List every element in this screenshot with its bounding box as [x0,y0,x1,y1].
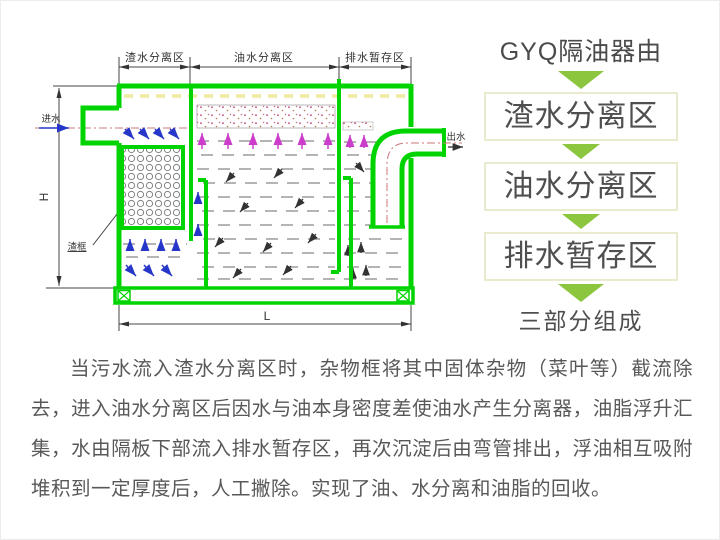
flow-step-oil-water: 油水分离区 [484,162,678,211]
zone3-label: 排水暂存区 [345,50,405,64]
separator-cross-section-diagram: 渣水分离区 油水分离区 排水暂存区 H L 进水 出水 渣框 [35,50,466,331]
dim-length-label: L [264,309,271,323]
flow-step-drain-storage: 排水暂存区 [484,232,678,281]
dim-height-label: H [37,193,51,202]
oil-rise-arrows [197,133,369,149]
inlet-pipe [80,105,119,146]
tank-outline [80,79,414,288]
zone1-label: 渣水分离区 [125,50,185,64]
description-paragraph: 当污水流入渣水分离区时，杂物框将其中固体杂物（菜叶等）截流除去，进入油水分离区后… [31,358,693,500]
elbow-outlet-pipe [369,128,462,229]
inlet-label: 进水 [41,113,61,125]
arrow-down-icon [558,284,604,302]
dimension-lines [46,57,412,331]
flow-panel: GYQ隔油器由 渣水分离区 油水分离区 排水暂存区 三部分组成 [481,35,681,337]
inlet-flow-arrows [39,123,203,277]
arrow-down-icon [558,71,604,89]
flow-heading: GYQ隔油器由 [499,38,663,66]
dimension-arrowheads [56,64,411,327]
oil-layer [196,104,374,131]
debris-basket [120,145,185,230]
baffle-4 [343,176,353,288]
flow-footer: 三部分组成 [518,308,644,334]
outlet-label: 出水 [446,131,466,143]
flow-step-slag-water: 渣水分离区 [484,92,678,141]
internal-flow-arrows [214,143,463,279]
arrow-down-icon [562,214,600,229]
basket-label: 渣框 [67,241,87,253]
arrow-down-icon [562,144,600,159]
baffle-2 [198,178,208,288]
zone2-label: 油水分离区 [234,50,294,64]
base-plate [113,286,415,305]
baffle-3 [331,79,341,274]
